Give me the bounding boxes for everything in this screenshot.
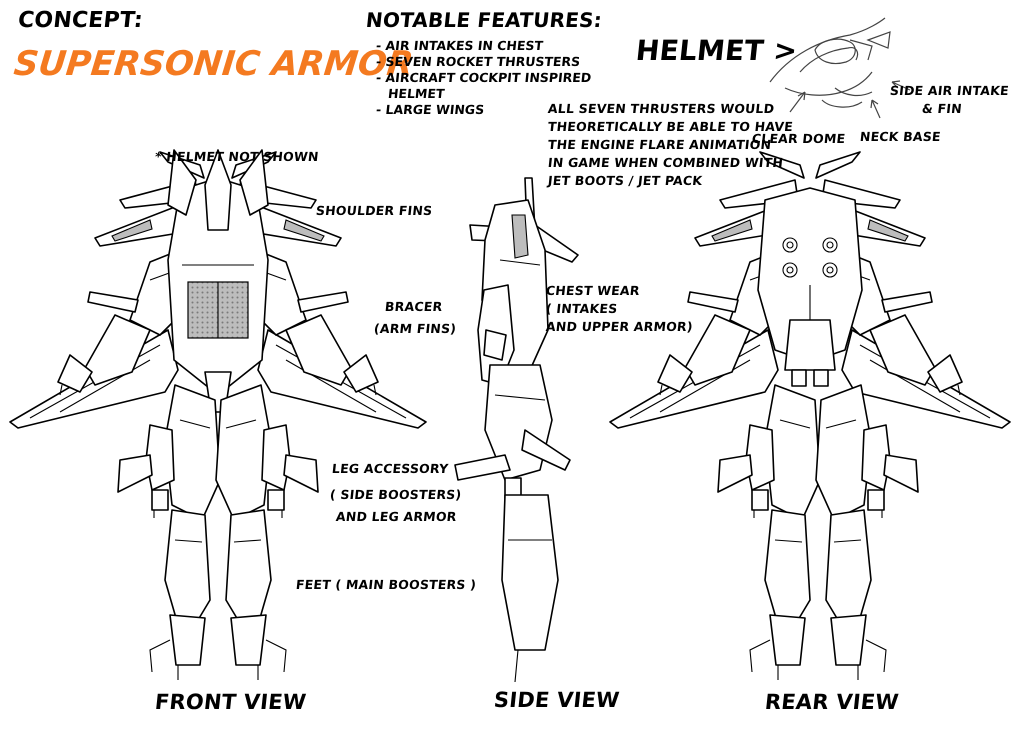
rear-view-label: REAR VIEW: [763, 690, 900, 714]
thrusters-note-line: JET BOOTS / JET PACK: [547, 173, 704, 188]
chest-upper-armor-label: AND UPPER ARMOR): [545, 319, 694, 334]
leg-accessory-label: LEG ACCESSORY: [331, 461, 450, 476]
rear-view-drawing: [609, 151, 1011, 681]
feature-item: - AIR INTAKES IN CHEST: [375, 38, 544, 53]
helmet-sketch: [769, 17, 911, 119]
side-boosters-label: ( SIDE BOOSTERS): [329, 487, 463, 502]
page-title: SUPERSONIC ARMOR: [11, 44, 416, 84]
shoulder-fins-label: SHOULDER FINS: [315, 203, 434, 218]
feature-item: - SEVEN ROCKET THRUSTERS: [375, 54, 581, 69]
feature-item: - AIRCRAFT COCKPIT INSPIRED: [375, 70, 593, 85]
front-view-drawing: [9, 149, 427, 681]
leg-armor-label: AND LEG ARMOR: [335, 509, 458, 524]
thrusters-note-line: ALL SEVEN THRUSTERS WOULD: [547, 101, 776, 116]
bracer-label: BRACER: [384, 299, 444, 314]
thrusters-note-line: THEORETICALLY BE ABLE TO HAVE: [547, 119, 794, 134]
helmet-label: HELMET >: [634, 34, 800, 67]
side-intake-label: SIDE AIR INTAKE: [889, 83, 1010, 98]
concept-label: CONCEPT:: [16, 8, 145, 33]
bracer-arm-fins-label: (ARM FINS): [373, 321, 457, 336]
side-view-label: SIDE VIEW: [492, 688, 621, 712]
thrusters-note-line: THE ENGINE FLARE ANIMATION: [547, 137, 773, 152]
feet-label: FEET ( MAIN BOOSTERS ): [295, 577, 477, 592]
side-intake-fin-label: & FIN: [921, 101, 963, 116]
front-view-label: FRONT VIEW: [153, 690, 308, 714]
helmet-not-shown-note: * HELMET NOT SHOWN: [154, 149, 320, 164]
features-heading: NOTABLE FEATURES:: [364, 8, 604, 32]
neck-base-label: NECK BASE: [859, 129, 942, 144]
thrusters-note-line: IN GAME WHEN COMBINED WITH: [547, 155, 784, 170]
side-view-drawing: [454, 177, 579, 683]
chest-intakes-label: ( INTAKES: [545, 301, 619, 316]
chest-wear-label: CHEST WEAR: [545, 283, 641, 298]
